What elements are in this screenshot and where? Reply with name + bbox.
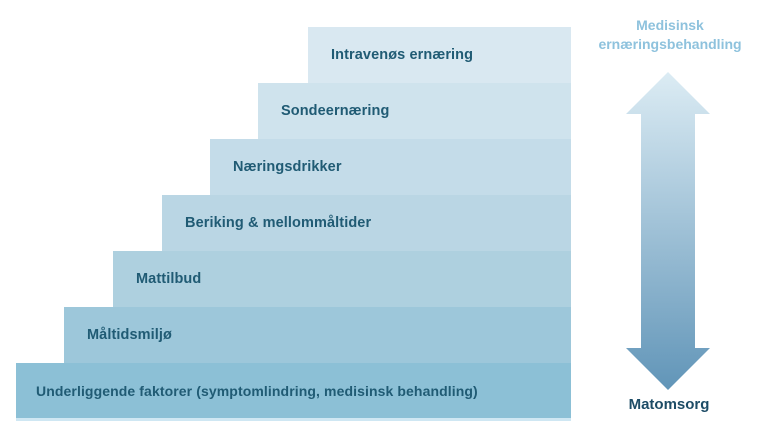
staircase-base-shadow [16, 418, 571, 421]
step-label: Beriking & mellommåltider [185, 215, 372, 231]
step-meal-environment: Måltidsmiljø [64, 307, 571, 363]
step-label: Mattilbud [136, 271, 202, 287]
step-label: Sondeernæring [281, 103, 390, 119]
step-tube-feeding: Sondeernæring [258, 83, 571, 139]
axis-label-medical-nutrition: Medisinsk ernæringsbehandling [580, 16, 760, 54]
axis-label-line2: ernæringsbehandling [598, 36, 742, 52]
step-label: Næringsdrikker [233, 159, 342, 175]
axis-label-line1: Medisinsk [636, 17, 704, 33]
step-nutrition-drinks: Næringsdrikker [210, 139, 571, 195]
axis-label-food-care: Matomsorg [628, 396, 710, 413]
step-enrichment-snacks: Beriking & mellommåltider [162, 195, 571, 251]
step-label: Intravenøs ernæring [331, 47, 474, 63]
step-food-offer: Mattilbud [113, 251, 571, 307]
step-label: Underliggende faktorer (symptomlindring,… [36, 382, 478, 399]
double-headed-arrow-icon [626, 72, 710, 390]
step-label: Måltidsmiljø [87, 327, 172, 343]
step-underlying-factors: Underliggende faktorer (symptomlindring,… [16, 363, 571, 418]
step-intravenous-nutrition: Intravenøs ernæring [308, 27, 571, 83]
